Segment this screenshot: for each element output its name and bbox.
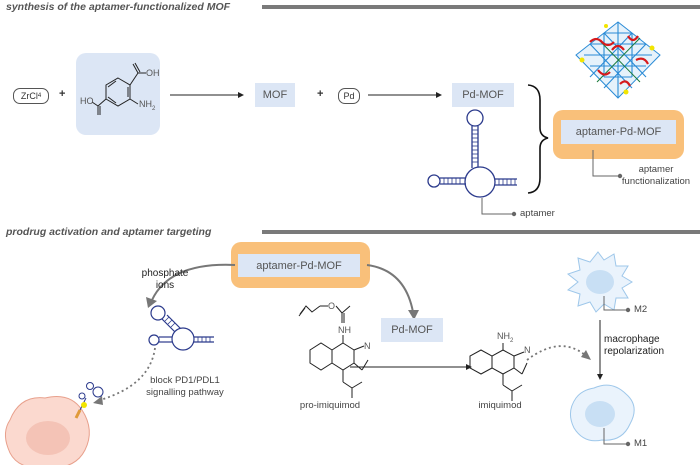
- prodrug-nh: NH: [338, 325, 351, 335]
- mof-box: MOF: [255, 83, 295, 107]
- pd-mof-catalyst-box: Pd-MOF: [381, 318, 443, 342]
- macrophage-repolarization-label: macrophage repolarization: [604, 334, 694, 358]
- linker-nh2-subscript: 2: [152, 105, 156, 112]
- section1-title: synthesis of the aptamer-functionalized …: [6, 1, 231, 13]
- prodrug-o-atom: O: [328, 301, 336, 311]
- aptamer-functionalization-line1: aptamer: [638, 164, 674, 175]
- block-pd1-label: block PD1/PDL1 signalling pathway: [135, 375, 235, 399]
- section2-divider: [262, 230, 700, 234]
- linker-nh2-text: NH: [139, 99, 152, 109]
- linker-nh2-label: NH2: [139, 99, 155, 115]
- phosphate-ions-label: phosphate ions: [135, 268, 195, 292]
- linker-panel: [76, 53, 160, 135]
- aptamer-label: aptamer: [520, 208, 555, 219]
- repolarization-line2: repolarization: [604, 346, 665, 357]
- pd-reagent: Pd: [338, 88, 360, 104]
- linker-ho-label: HO: [80, 96, 94, 106]
- imiquimod-nh2-subscript: 2: [510, 337, 514, 344]
- m1-label: M1: [634, 438, 648, 449]
- imiquimod-nh2-text: NH: [497, 331, 510, 341]
- repolarization-line1: macrophage: [604, 334, 660, 345]
- aptamer-functionalization-line2: functionalization: [621, 176, 691, 187]
- section1-divider: [262, 5, 700, 9]
- zrcl4-text: ZrCl: [20, 91, 38, 101]
- prodrug-n-atom: N: [364, 341, 371, 351]
- aptamer-pd-mof-box: aptamer-Pd-MOF: [561, 120, 676, 144]
- linker-oh-label: OH: [146, 68, 160, 78]
- imiquimod-n-atom: N: [524, 345, 531, 355]
- block-line1: block PD1/PDL1: [150, 375, 220, 386]
- phosphate-line1: phosphate: [141, 268, 189, 279]
- imiquimod-label: imiquimod: [478, 400, 522, 411]
- imiquimod-nh2: NH2: [497, 331, 513, 347]
- plus-sign-1: +: [59, 88, 66, 100]
- section2-title: prodrug activation and aptamer targeting: [6, 226, 212, 238]
- m2-label: M2: [634, 304, 648, 315]
- aptamer-pd-mof-box-2: aptamer-Pd-MOF: [238, 254, 360, 277]
- phosphate-line2: ions: [155, 280, 175, 291]
- pd-mof-box: Pd-MOF: [452, 83, 514, 107]
- plus-sign-2: +: [317, 88, 324, 100]
- aptamer-functionalization-label: aptamer functionalization: [620, 164, 692, 188]
- block-line2: signalling pathway: [146, 387, 224, 398]
- zrcl4-subscript: 4: [37, 93, 42, 99]
- pro-imiquimod-label: pro-imiquimod: [299, 400, 361, 411]
